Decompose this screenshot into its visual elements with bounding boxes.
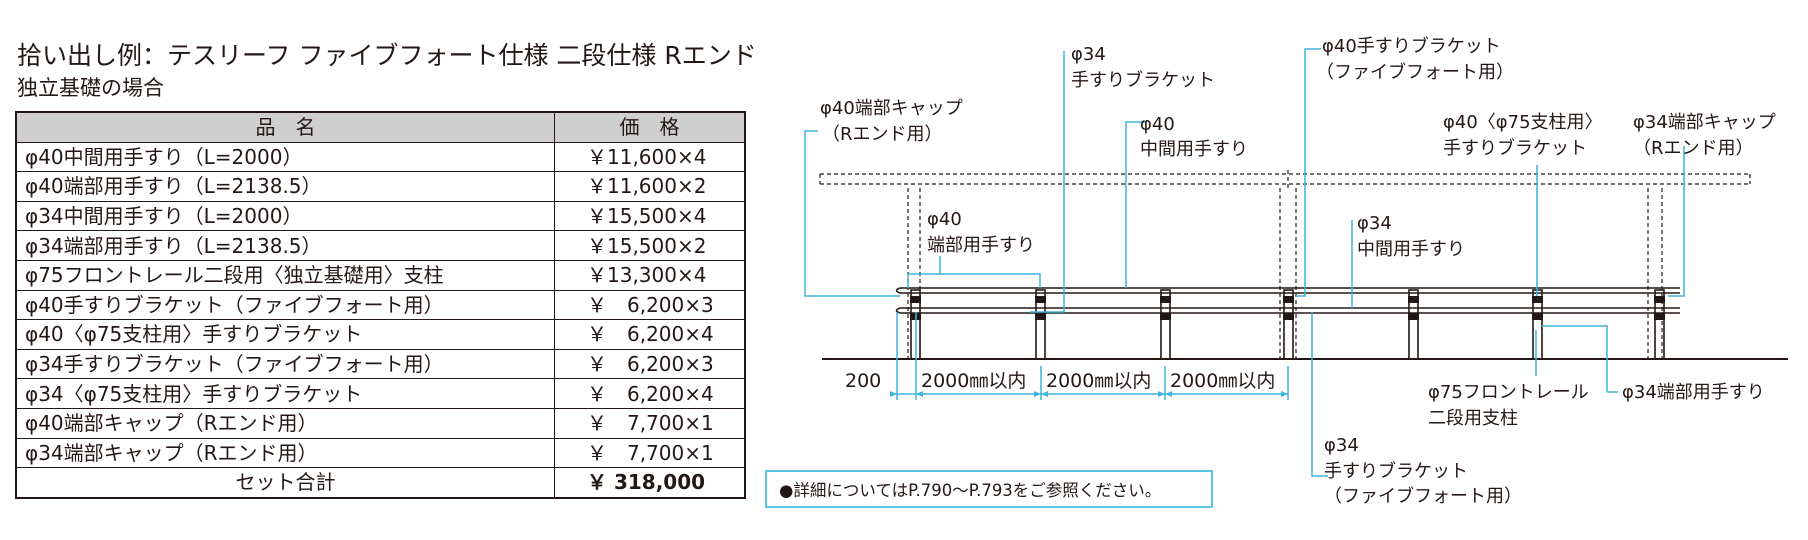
- table-row: φ34〈φ75支柱用〉手すりブラケット￥ 6,200×4: [15, 378, 746, 409]
- post: [1283, 289, 1294, 360]
- item-name: φ34端部用手すり（L=2138.5）: [15, 230, 555, 261]
- item-name: φ40端部キャップ（Rエンド用）: [15, 407, 555, 439]
- reference-note: ●詳細についてはP.790〜P.793をご参照ください。: [765, 470, 1213, 508]
- item-price: ￥ 6,200×3: [554, 348, 746, 380]
- item-price: ￥ 6,200×4: [554, 378, 746, 409]
- callout-phi40-end-cap: φ40端部キャップ （Rエンド用）: [820, 98, 969, 145]
- callout-phi34-end-rail: φ34端部用手すり: [1622, 382, 1765, 403]
- dimension-span-2: 2000㎜以内: [1046, 370, 1151, 392]
- callout-phi34-bracket-bottom: φ34 手すりブラケット （ファイブフォート用）: [1324, 435, 1522, 507]
- item-price: ￥15,500×4: [554, 200, 746, 232]
- item-name: φ34手すりブラケット（ファイブフォート用）: [15, 348, 555, 380]
- item-name: φ40手すりブラケット（ファイブフォート用）: [15, 289, 555, 321]
- callout-phi40-end-rail: φ40 端部用手すり: [927, 209, 1035, 256]
- post: [1160, 289, 1171, 360]
- table-header-row: 品 名 価 格: [15, 111, 746, 143]
- item-name: φ34中間用手すり（L=2000）: [15, 200, 555, 232]
- price-table: 品 名 価 格 φ40中間用手すり（L=2000）￥11,600×4 φ40端部…: [15, 111, 746, 499]
- callout-phi75-post: φ75フロントレール 二段用支柱: [1428, 382, 1595, 429]
- table-row: φ34端部キャップ（Rエンド用）￥ 7,700×1: [15, 437, 746, 469]
- item-price: ￥11,600×2: [554, 171, 746, 202]
- item-price: ￥13,300×4: [554, 259, 746, 291]
- item-price: ￥ 7,700×1: [554, 437, 746, 469]
- item-price: ￥ 7,700×1: [554, 407, 746, 439]
- callout-phi34-bracket-top: φ34 手すりブラケット: [1071, 44, 1215, 91]
- dimension-end-offset: 200: [845, 370, 881, 392]
- dimension-arrows: [890, 391, 1288, 397]
- column-header-name: 品 名: [15, 111, 555, 143]
- table-row: φ40端部キャップ（Rエンド用）￥ 7,700×1: [15, 407, 746, 439]
- callout-phi40-75-bracket: φ40〈φ75支柱用〉 手すりブラケット: [1443, 112, 1608, 159]
- dimension-span-3: 2000㎜以内: [1170, 370, 1275, 392]
- total-price: ￥ 318,000: [554, 467, 746, 499]
- post: [1654, 289, 1665, 360]
- column-header-price: 価 格: [554, 111, 746, 143]
- leader-lines: [804, 48, 1685, 477]
- post: [1035, 289, 1046, 360]
- callout-phi40-middle: φ40 中間用手すり: [1140, 114, 1248, 160]
- item-name: φ75フロントレール二段用〈独立基礎用〉支柱: [15, 259, 555, 291]
- item-price: ￥11,600×4: [554, 141, 746, 173]
- post: [1408, 289, 1419, 360]
- table-row: φ75フロントレール二段用〈独立基礎用〉支柱￥13,300×4: [15, 259, 746, 291]
- upper-outline: [819, 170, 1751, 188]
- dimension-span-1: 2000㎜以内: [921, 370, 1026, 392]
- total-label: セット合計: [15, 467, 555, 499]
- table-row: φ40手すりブラケット（ファイブフォート用）￥ 6,200×3: [15, 289, 746, 321]
- item-name: φ34端部キャップ（Rエンド用）: [15, 437, 555, 469]
- table-row: φ34中間用手すり（L=2000）￥15,500×4: [15, 200, 746, 232]
- page-title: 拾い出し例：テスリーフ ファイブフォート仕様 二段仕様 Rエンド: [17, 41, 757, 70]
- callout-phi40-bracket-five: φ40手すりブラケット （ファイブフォート用）: [1316, 35, 1514, 83]
- table-row: φ34端部用手すり（L=2138.5）￥15,500×2: [15, 230, 746, 261]
- item-name: φ40端部用手すり（L=2138.5）: [15, 171, 555, 202]
- callout-phi34-middle: φ34 中間用手すり: [1357, 213, 1465, 260]
- table-row: φ40端部用手すり（L=2138.5）￥11,600×2: [15, 171, 746, 202]
- table-row: φ34手すりブラケット（ファイブフォート用）￥ 6,200×3: [15, 348, 746, 380]
- item-name: φ34〈φ75支柱用〉手すりブラケット: [15, 378, 555, 409]
- page-subtitle: 独立基礎の場合: [17, 76, 164, 100]
- callout-phi34-end-cap: φ34端部キャップ （Rエンド用）: [1633, 112, 1782, 159]
- table-total-row: セット合計￥ 318,000: [15, 467, 746, 499]
